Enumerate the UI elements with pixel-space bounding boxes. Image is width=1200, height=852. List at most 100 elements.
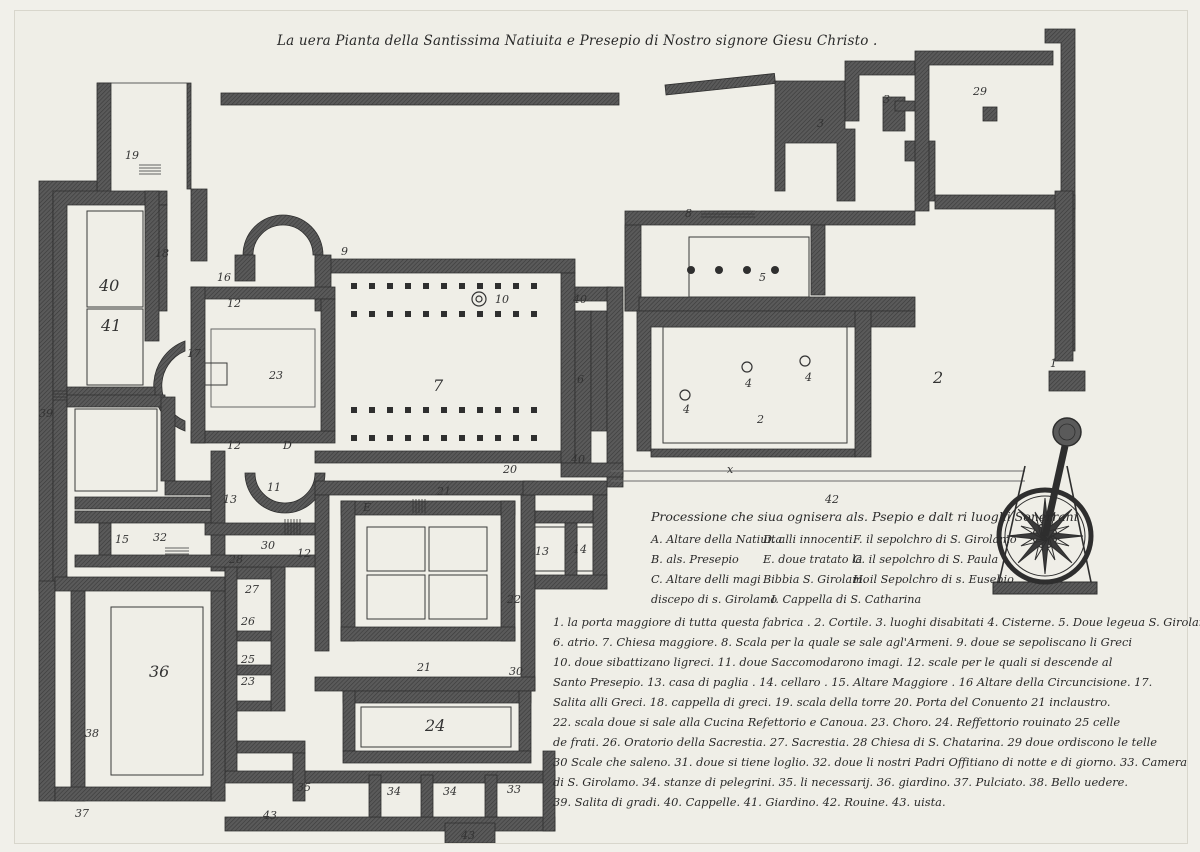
label-13b: 13	[535, 545, 549, 558]
label-38: 38	[85, 727, 99, 740]
column	[459, 311, 465, 317]
label-6: 6	[577, 373, 584, 386]
legend-line-7: de frati. 26. Oratorio della Sacrestia. …	[553, 735, 1157, 749]
column	[495, 407, 501, 413]
label-21b: 21	[416, 661, 431, 674]
column	[351, 311, 357, 317]
label-35: 35	[297, 781, 311, 794]
column	[405, 311, 411, 317]
column	[369, 283, 375, 289]
label-12c: 12	[297, 547, 311, 560]
label-34b: 34	[443, 785, 457, 798]
legend-key-H: H. il Sepolchro di s. Eusebio	[853, 573, 1014, 586]
column	[459, 435, 465, 441]
label-17: 17	[187, 347, 201, 360]
label-22: 22	[506, 593, 521, 606]
column	[351, 283, 357, 289]
column	[369, 407, 375, 413]
cisterns	[471, 291, 811, 401]
label-14: 14	[573, 543, 587, 556]
column	[441, 435, 447, 441]
walls	[38, 28, 1086, 843]
column	[477, 435, 483, 441]
legend-line-4: Santo Presepio. 13. casa di paglia . 14.…	[553, 675, 1153, 689]
label-26: 26	[240, 615, 255, 628]
engraving-sheet: 1 2 3 3 29 5 4 4 4 2 8 9 7 10 40 40 6 20…	[14, 10, 1200, 844]
column	[513, 283, 519, 289]
label-36: 36	[149, 662, 169, 681]
room-numbers: 1 2 3 3 29 5 4 4 4 2 8 9 7 10 40 40 6 20…	[39, 85, 1057, 842]
label-24: 24	[424, 716, 445, 735]
column	[513, 435, 519, 441]
label-30b: 30	[509, 665, 523, 678]
column	[351, 435, 357, 441]
column	[405, 435, 411, 441]
column	[495, 435, 501, 441]
label-3b: 3	[883, 93, 890, 106]
label-39: 39	[39, 407, 53, 420]
label-2: 2	[932, 368, 943, 387]
column	[351, 407, 357, 413]
column	[495, 311, 501, 317]
label-29: 29	[972, 85, 987, 98]
column	[387, 407, 393, 413]
column	[369, 311, 375, 317]
floor-plan: 1 2 3 3 29 5 4 4 4 2 8 9 7 10 40 40 6 20…	[38, 28, 1098, 843]
legend-key-B: B. als. Presepio	[651, 553, 739, 566]
legend-key-F: F. il sepolchro di S. Girolamo	[853, 533, 1017, 546]
column	[423, 283, 429, 289]
label-7: 7	[433, 376, 444, 395]
column	[513, 311, 519, 317]
label-28: 28	[228, 553, 243, 566]
legend-key-C: C. Altare delli magi	[651, 573, 761, 586]
legend-line-8: 30 Scale che saleno. 31. doue si tiene l…	[553, 755, 1188, 769]
stairs	[53, 164, 755, 555]
column	[441, 407, 447, 413]
label-16: 16	[217, 271, 231, 284]
legend-line-2: 6. atrio. 7. Chiesa maggiore. 8. Scala p…	[553, 635, 1132, 649]
label-33: 33	[507, 783, 521, 796]
label-E: E	[362, 501, 371, 514]
legend-key-E2: Bibbia S. Girolamo	[763, 573, 870, 586]
label-11: 11	[267, 481, 281, 494]
label-4b: 4	[744, 377, 752, 390]
legend-line-10: 39. Salita di gradi. 40. Cappelle. 41. G…	[553, 795, 946, 809]
label-4c: 4	[804, 371, 812, 384]
label-5: 5	[759, 271, 766, 284]
column	[405, 407, 411, 413]
label-32: 32	[153, 531, 167, 544]
label-21a: 21	[436, 485, 451, 498]
label-23: 23	[268, 369, 283, 382]
column	[387, 283, 393, 289]
column	[369, 435, 375, 441]
label-12a: 12	[227, 297, 241, 310]
column	[477, 283, 483, 289]
hall-pillars	[687, 266, 779, 274]
label-41: 41	[100, 316, 121, 335]
column	[477, 407, 483, 413]
label-40c: 40	[98, 276, 119, 295]
label-30a: 30	[261, 539, 275, 552]
legend-key-I: I. Cappella di S. Catharina	[771, 593, 922, 606]
label-34a: 34	[387, 785, 401, 798]
legend-key-A: A. Altare della Natiuita	[651, 533, 783, 546]
label-40b: 40	[570, 453, 585, 466]
label-23-small: 23	[240, 675, 255, 688]
compass-rose-instrument	[992, 417, 1098, 595]
column	[531, 311, 537, 317]
column	[531, 407, 537, 413]
column	[441, 283, 447, 289]
legend-key-G: G. il sepolchro di S. Paula	[853, 553, 999, 566]
legend-key-D: D. alli innocenti	[763, 533, 853, 546]
legend-line-3: 10. doue sibattizano ligreci. 11. doue S…	[553, 655, 1113, 669]
column	[513, 407, 519, 413]
legend-line-5: Salita alli Greci. 18. cappella di greci…	[553, 695, 1111, 709]
label-8: 8	[685, 207, 692, 220]
column	[423, 311, 429, 317]
column	[423, 407, 429, 413]
label-4a: 4	[682, 403, 690, 416]
label-43b: 43	[460, 829, 475, 842]
label-15: 15	[115, 533, 129, 546]
label-20: 20	[502, 463, 517, 476]
column	[387, 311, 393, 317]
